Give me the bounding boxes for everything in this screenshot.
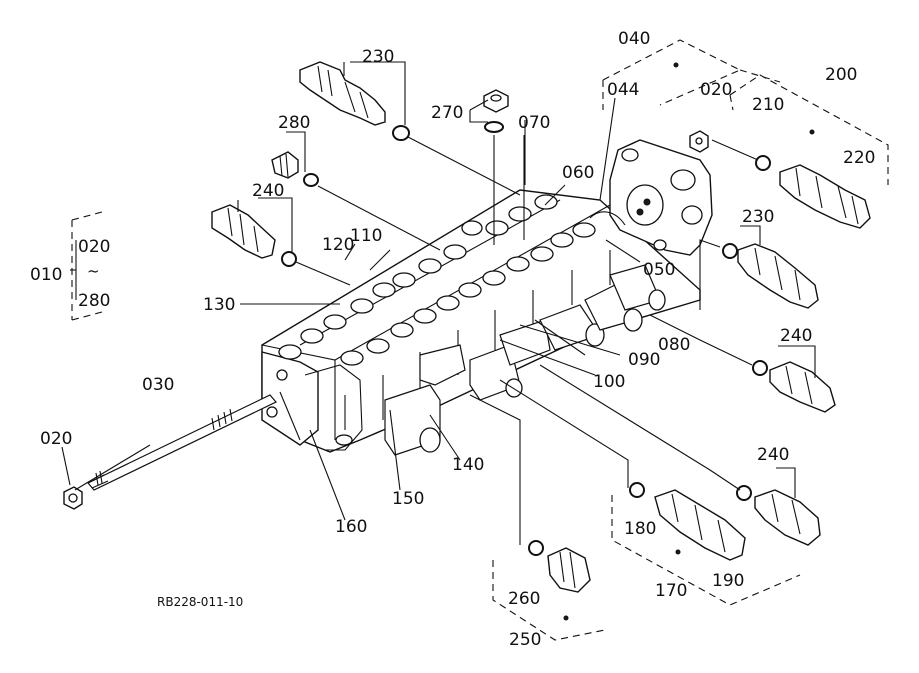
callout-250: 250 [509, 630, 541, 650]
callout-range-separator: ~ [87, 262, 100, 280]
callout-240-right-low: 240 [757, 445, 789, 465]
relief-valve-230-right [722, 243, 819, 309]
callout-240-right-mid: 240 [780, 326, 812, 346]
relief-valve-220 [755, 155, 871, 229]
callout-130: 130 [203, 295, 235, 315]
plug-280 [271, 151, 319, 187]
relief-valve-230-top [299, 61, 410, 141]
callout-labels: 230 280 240 120 110 130 270 070 044 040 … [30, 29, 875, 650]
relief-valve-240-left [211, 204, 297, 267]
callout-060: 060 [562, 163, 594, 183]
top-port-row-lower [340, 222, 596, 366]
callout-190: 190 [712, 571, 744, 591]
callout-170: 170 [655, 581, 687, 601]
tie-bolt-030 [87, 394, 277, 491]
callout-160: 160 [335, 517, 367, 537]
callout-range-end: 280 [78, 291, 110, 311]
callout-020-left: 020 [40, 429, 72, 449]
callout-110: 110 [350, 226, 382, 246]
valve-body [261, 189, 701, 456]
callout-200: 200 [825, 65, 857, 85]
plug-250 [528, 540, 591, 593]
callout-150: 150 [392, 489, 424, 509]
callout-240-left: 240 [252, 181, 284, 201]
callout-220: 220 [843, 148, 875, 168]
top-port-row-upper [278, 194, 558, 360]
nut-020-left [63, 486, 83, 510]
plug-270 [483, 89, 509, 133]
assembly-boxes [71, 39, 889, 641]
callout-brackets [70, 61, 816, 498]
callout-210: 210 [752, 95, 784, 115]
leader-lines [61, 97, 759, 545]
callout-030: 030 [142, 375, 174, 395]
callout-040: 040 [618, 29, 650, 49]
cover-040 [589, 139, 713, 256]
nut-020-top [689, 130, 709, 153]
callout-050: 050 [643, 260, 675, 280]
callout-230-top: 230 [362, 47, 394, 67]
callout-140: 140 [452, 455, 484, 475]
relief-valve-190 [629, 482, 746, 561]
callout-270: 270 [431, 103, 463, 123]
relief-valve-240-low [736, 485, 821, 546]
callout-120: 120 [322, 235, 354, 255]
callout-180: 180 [624, 519, 656, 539]
callout-280: 280 [278, 113, 310, 133]
relief-valve-240-mid [752, 360, 836, 413]
callout-010: 010 [30, 265, 62, 285]
callout-044: 044 [607, 80, 639, 100]
callout-260: 260 [508, 589, 540, 609]
callout-020-top: 020 [700, 80, 732, 100]
callout-080: 080 [658, 335, 690, 355]
drawing-number: RB228-011-10 [157, 595, 243, 609]
callout-230-right: 230 [742, 207, 774, 227]
callout-range-start: 020 [78, 237, 110, 257]
callout-090: 090 [628, 350, 660, 370]
callout-100: 100 [593, 372, 625, 392]
spool-caps [384, 264, 666, 456]
callout-070: 070 [518, 113, 550, 133]
